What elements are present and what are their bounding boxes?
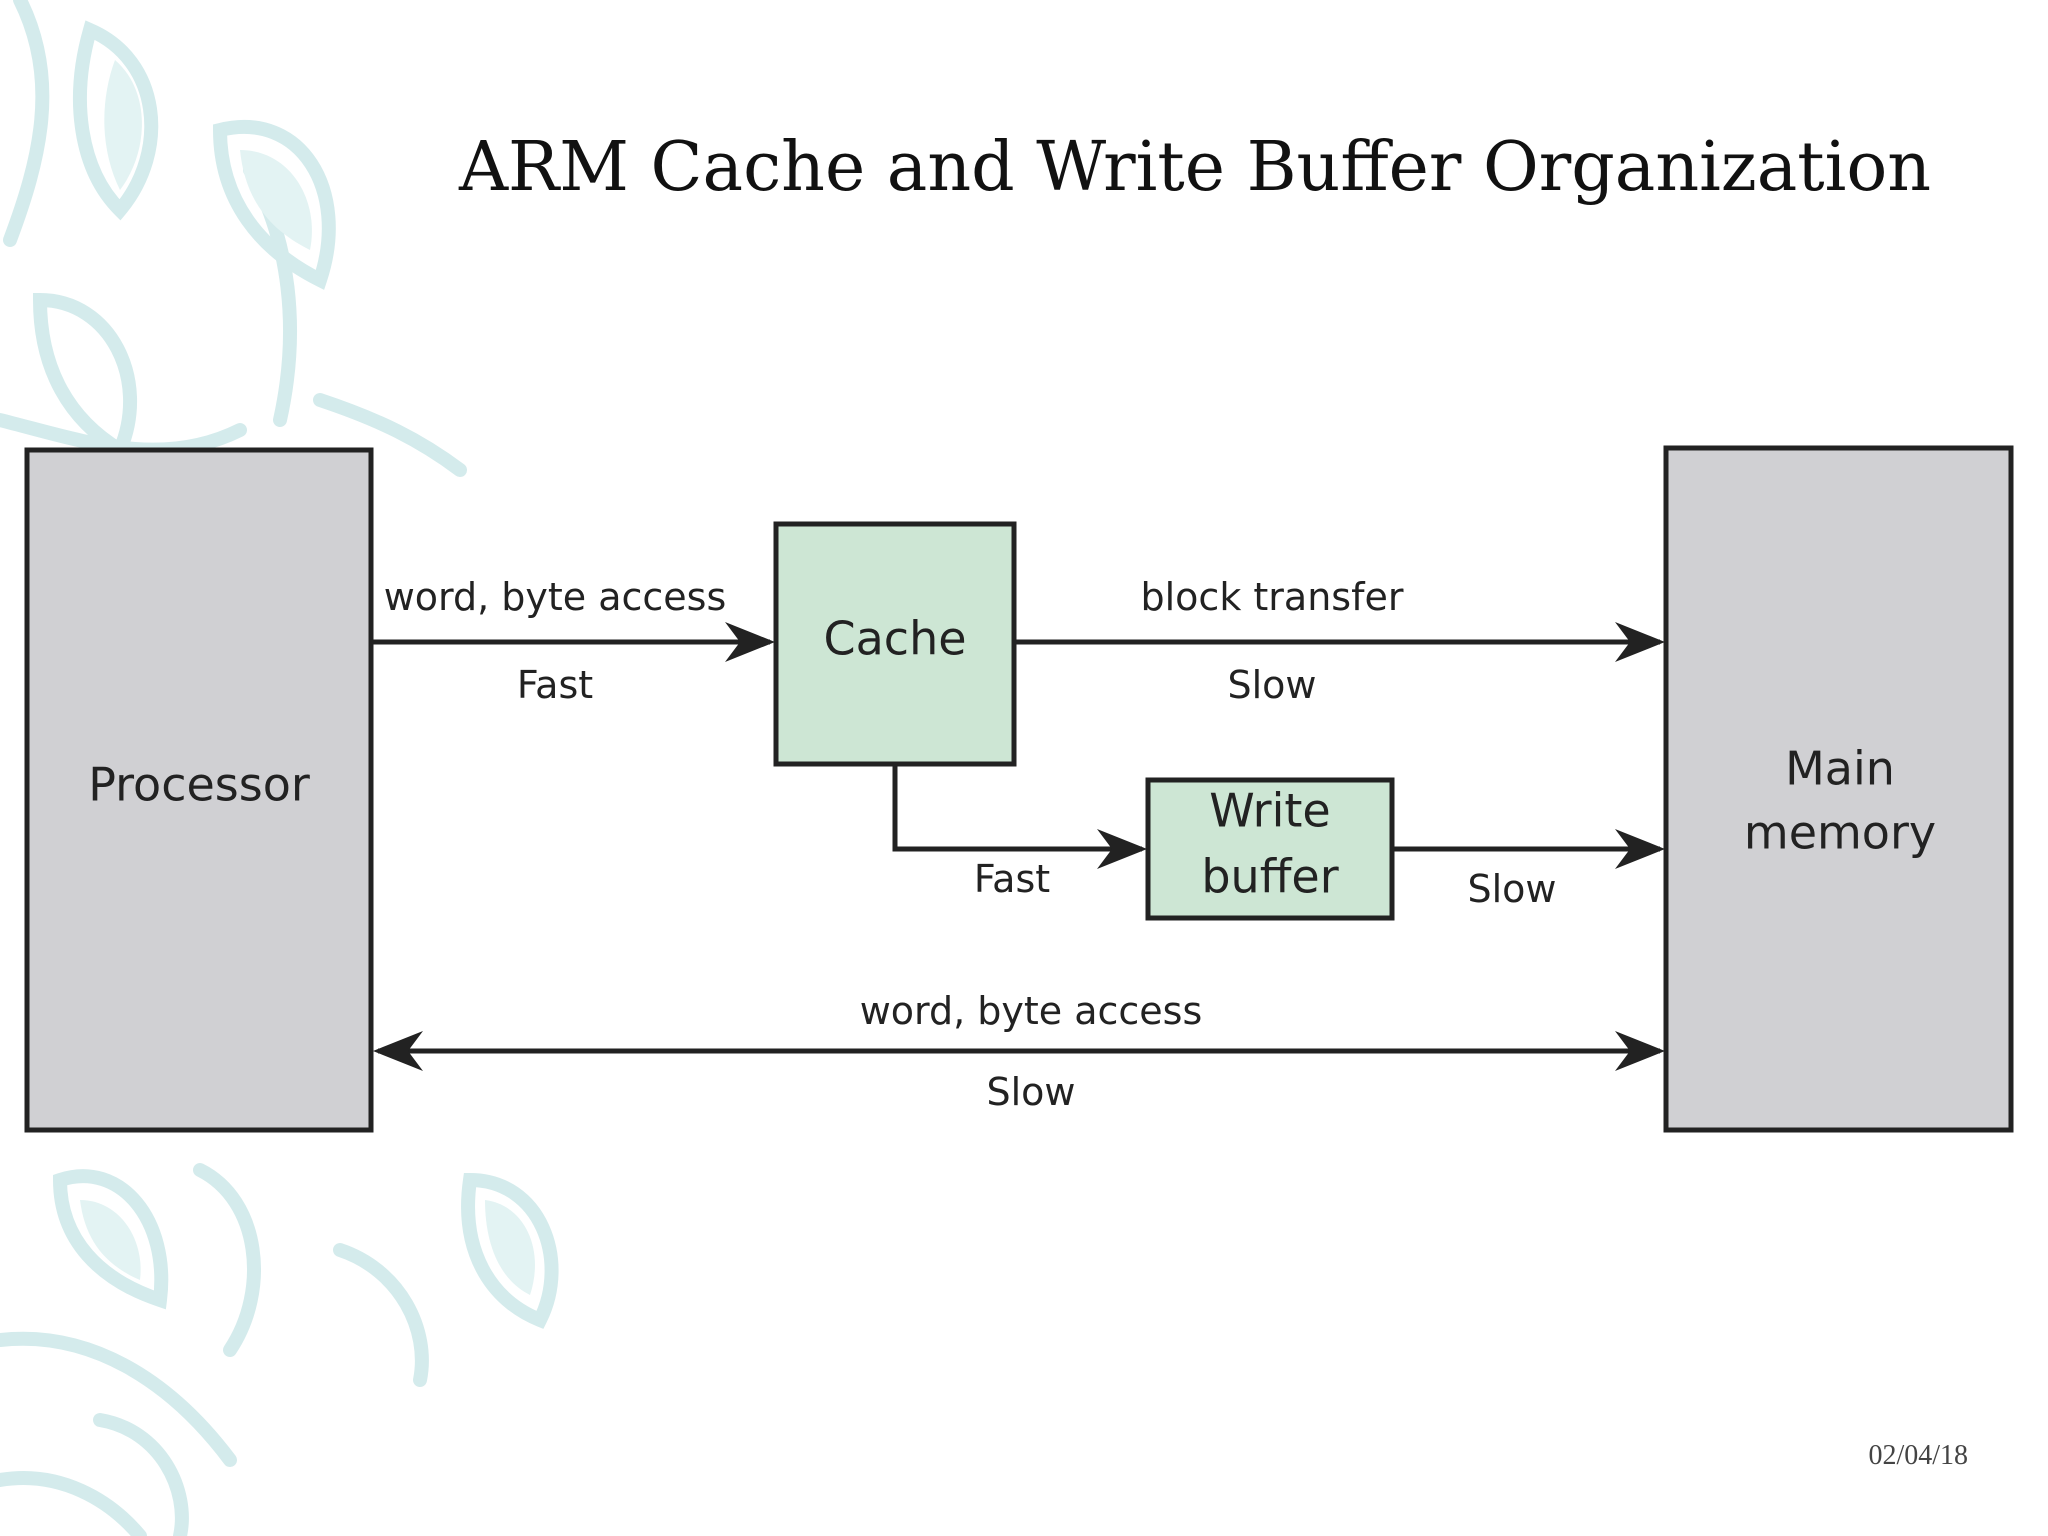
cache-label: Cache bbox=[823, 612, 966, 666]
write-buffer-label-line2: buffer bbox=[1201, 850, 1338, 904]
write-buffer-block bbox=[1145, 777, 1395, 921]
buffer-to-memory-bottom-label: Slow bbox=[1467, 867, 1556, 911]
main-memory-block bbox=[1663, 445, 2014, 1133]
cache-to-buffer-arrow bbox=[892, 766, 1147, 869]
proc-memory-top-label: word, byte access bbox=[860, 989, 1203, 1033]
proc-to-cache-bottom-label: Fast bbox=[517, 663, 593, 707]
proc-memory-bottom-label: Slow bbox=[986, 1070, 1075, 1114]
cache-to-memory-top-label: block transfer bbox=[1141, 575, 1404, 619]
slide-title: ARM Cache and Write Buffer Organization bbox=[458, 128, 1932, 207]
proc-to-cache-top-label: word, byte access bbox=[384, 575, 727, 619]
processor-label: Processor bbox=[88, 758, 310, 812]
slide-date: 02/04/18 bbox=[1868, 1440, 1968, 1471]
cache-to-buffer-bottom-label: Fast bbox=[974, 857, 1050, 901]
main-memory-label-line1: Main bbox=[1785, 742, 1895, 796]
processor-block bbox=[24, 447, 374, 1133]
write-buffer-label-line1: Write bbox=[1209, 784, 1330, 838]
cache-block bbox=[773, 521, 1017, 767]
cache-to-memory-bottom-label: Slow bbox=[1227, 663, 1316, 707]
main-memory-label-line2: memory bbox=[1744, 806, 1936, 860]
